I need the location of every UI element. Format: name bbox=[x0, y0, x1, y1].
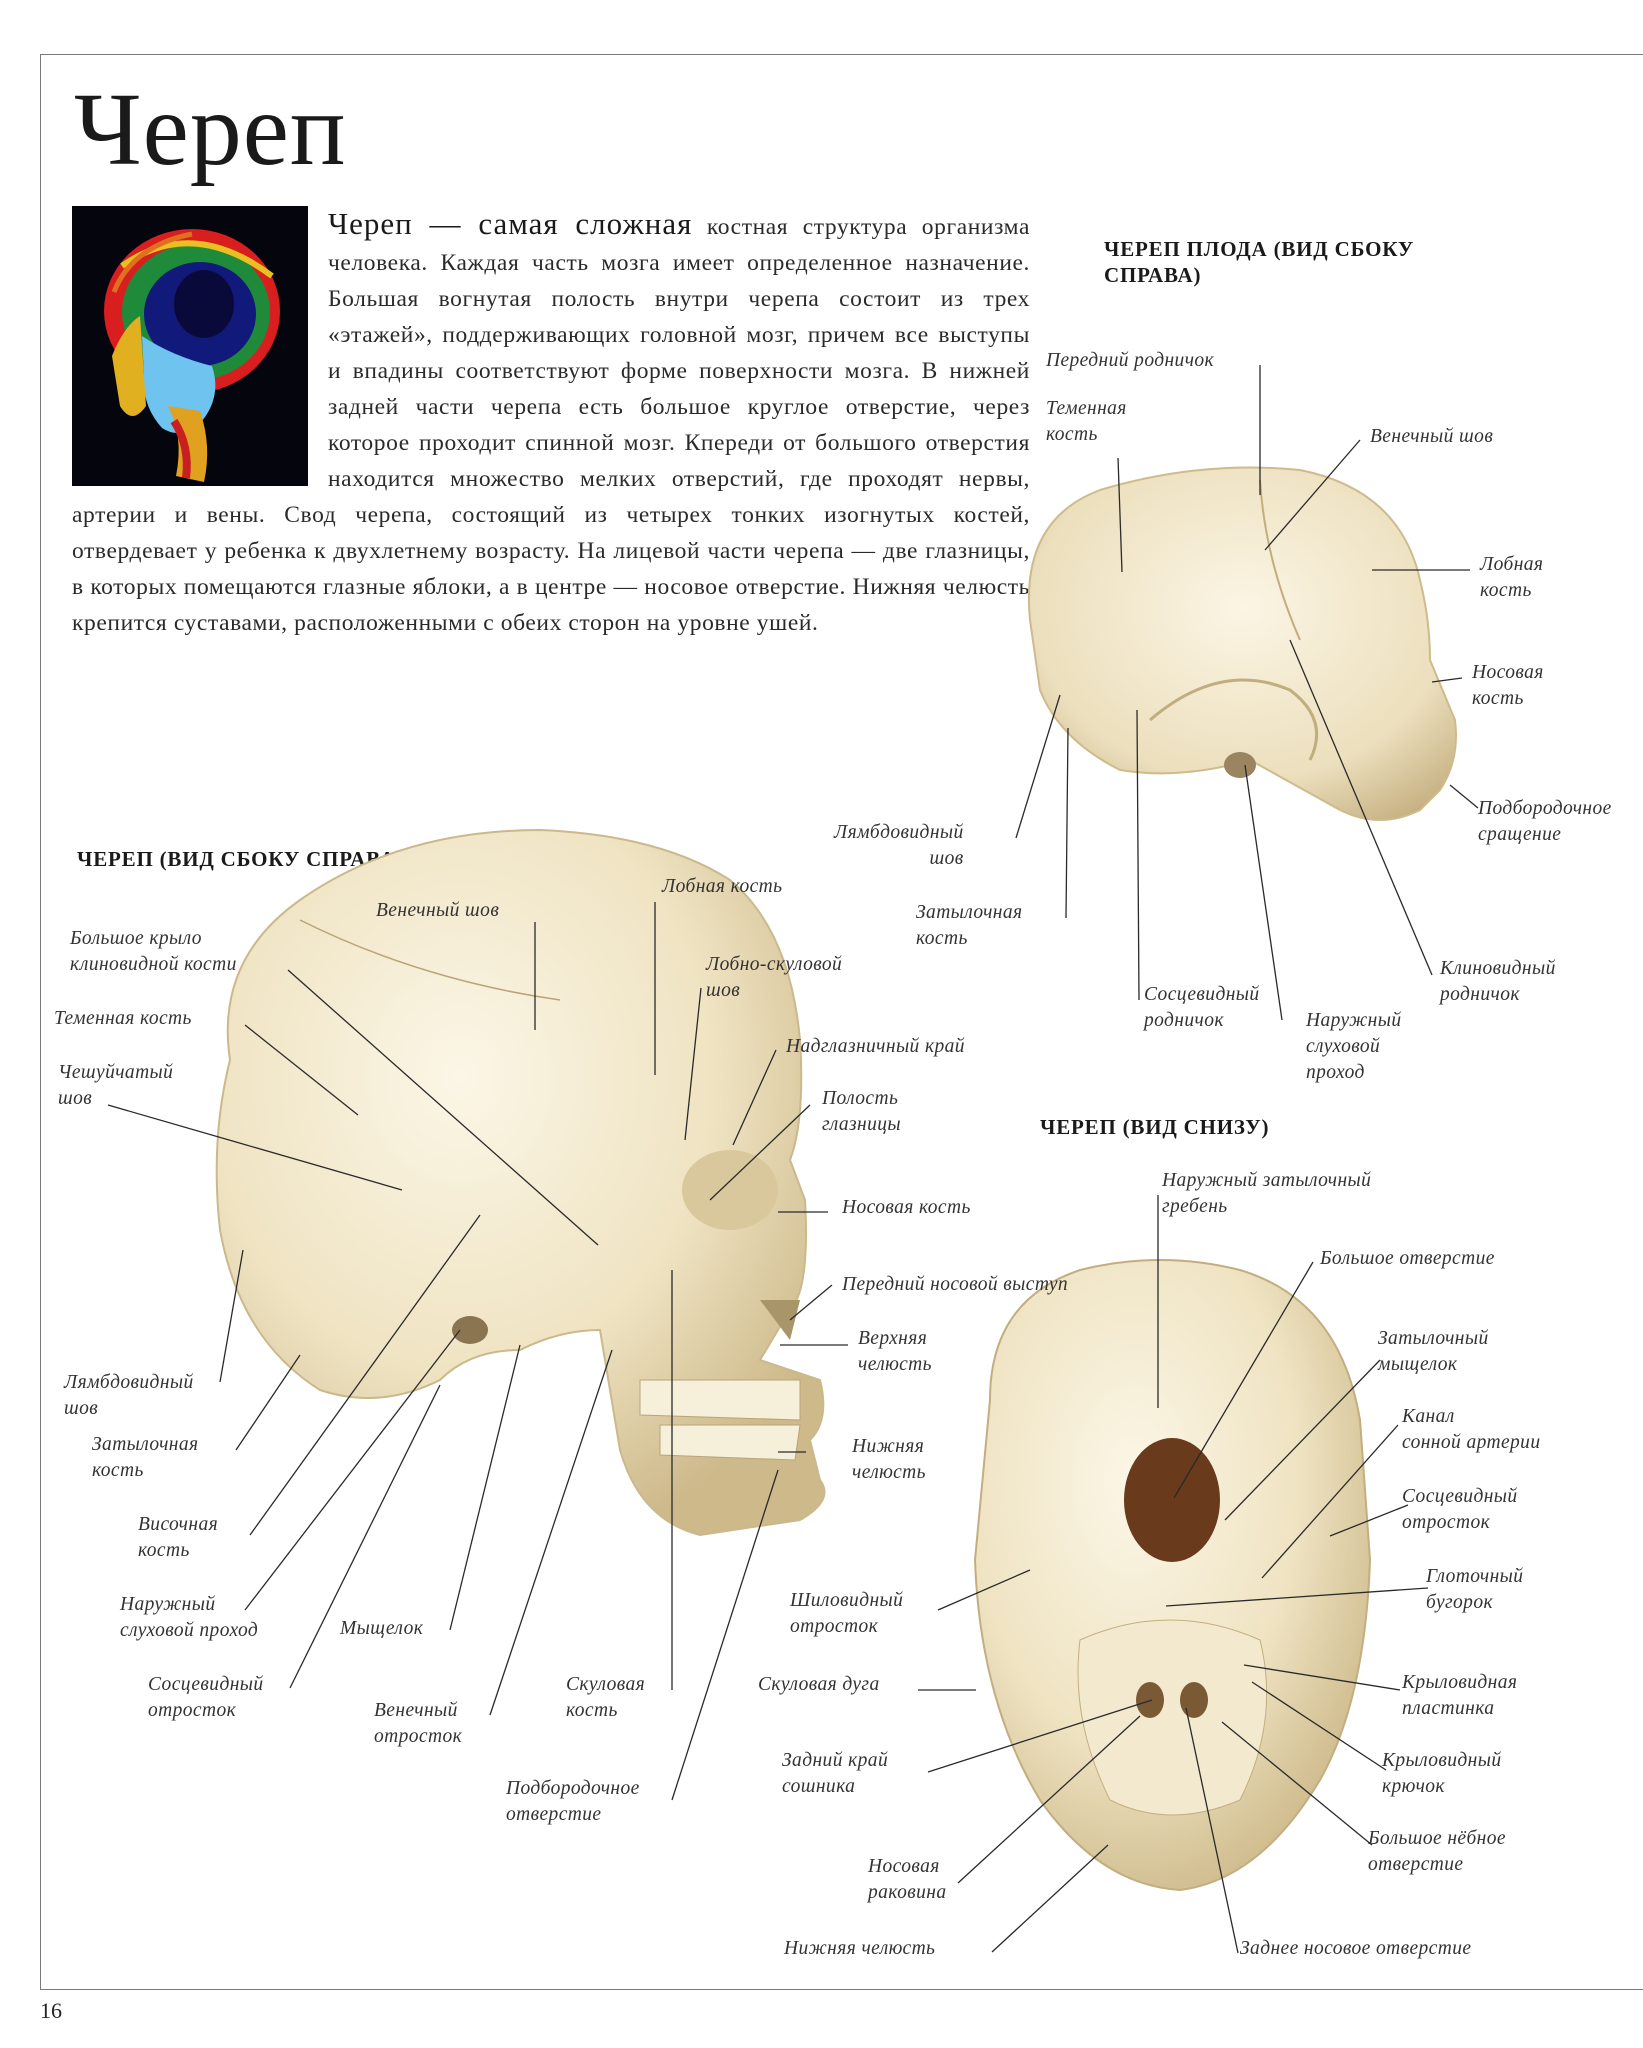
fetal-skull bbox=[1027, 466, 1457, 821]
label-fetal-parietal-bone: Теменная кость bbox=[1046, 398, 1127, 445]
label-temporal-bone: Височная кость bbox=[138, 1514, 219, 1561]
label-nasal-concha: Носовая раковина bbox=[868, 1856, 947, 1903]
page-frame-bottom bbox=[40, 1989, 1643, 1990]
head-scan-image bbox=[72, 206, 308, 486]
label-occipital-condyle: Затылочный мыщелок bbox=[1378, 1328, 1489, 1375]
label-anterior-fontanelle: Передний родничок bbox=[1046, 350, 1215, 371]
label-posterior-nasal-aperture: Заднее носовое отверстие bbox=[1240, 1938, 1472, 1959]
label-occipital-bone: Затылочная кость bbox=[92, 1434, 199, 1481]
bottom-view-heading: ЧЕРЕП (ВИД СНИЗУ) bbox=[1040, 1115, 1270, 1139]
label-greater-palatine-foramen: Большое нёбное отверстие bbox=[1368, 1828, 1506, 1875]
fetal-view-leaders bbox=[1015, 365, 1479, 1021]
label-frontal-bone: Лобная кость bbox=[662, 876, 783, 897]
label-pterygoid-plate: Крыловидная пластинка bbox=[1402, 1672, 1518, 1719]
page-number: 16 bbox=[40, 1998, 62, 2023]
label-maxilla: Верхняя челюсть bbox=[858, 1328, 932, 1375]
label-pharyngeal-tubercle: Глоточный бугорок bbox=[1426, 1566, 1524, 1613]
label-pterygoid-hamulus: Крыловидный крючок bbox=[1382, 1750, 1502, 1797]
label-orbit-cavity: Полость глазницы bbox=[822, 1088, 902, 1135]
page-title: Череп bbox=[74, 72, 347, 187]
page-frame-left bbox=[40, 54, 41, 1990]
label-fetal-occipital-bone: Затылочная кость bbox=[916, 902, 1023, 949]
label-foramen-magnum: Большое отверстие bbox=[1320, 1248, 1495, 1269]
label-squamous-suture: Чешуйчатый шов bbox=[58, 1062, 174, 1109]
side-view-skull bbox=[215, 828, 826, 1537]
label-nasal-bone: Носовая кость bbox=[842, 1197, 971, 1218]
label-sphenoidal-fontanelle: Клиновидный родничок bbox=[1440, 958, 1556, 1005]
label-carotid-canal: Канал сонной артерии bbox=[1402, 1406, 1541, 1453]
side-view-leaders bbox=[107, 902, 848, 1801]
label-fetal-lambdoid-suture: Лямбдовидный шов bbox=[834, 822, 964, 869]
label-bottom-mandible: Нижняя челюсть bbox=[784, 1938, 936, 1959]
side-view-heading: ЧЕРЕП (ВИД СБОКУ СПРАВА) bbox=[77, 847, 404, 871]
label-parietal-bone: Теменная кость bbox=[54, 1008, 192, 1029]
label-condyle: Мыщелок bbox=[340, 1618, 424, 1639]
head-scan-drawing bbox=[72, 206, 308, 486]
label-mastoid-fontanelle: Сосцевидный родничок bbox=[1144, 984, 1260, 1031]
label-fetal-frontal-bone: Лобная кость bbox=[1480, 554, 1544, 601]
label-frontozygomatic-suture: Лобно-скуловой шов bbox=[706, 954, 843, 1001]
label-mandible: Нижняя челюсть bbox=[852, 1436, 926, 1483]
label-vomer-posterior-border: Задний край сошника bbox=[782, 1750, 889, 1797]
label-mastoid-process: Сосцевидный отросток bbox=[148, 1674, 264, 1721]
label-mandibular-symphysis: Подбородочное сращение bbox=[1478, 798, 1612, 845]
label-external-occipital-crest: Наружный затылочный гребень bbox=[1162, 1170, 1372, 1217]
intro-body: костная структура организма человека. Ка… bbox=[72, 214, 1030, 636]
label-supraorbital-margin: Надглазничный край bbox=[786, 1036, 965, 1057]
label-zygomatic-arch: Скуловая дуга bbox=[758, 1674, 880, 1695]
label-mental-foramen: Подбородочное отверстие bbox=[506, 1778, 640, 1825]
label-anterior-nasal-spine: Передний носовой выступ bbox=[842, 1274, 1069, 1295]
intro-lead: Череп — самая сложная bbox=[328, 206, 693, 241]
label-fetal-nasal-bone: Носовая кость bbox=[1472, 662, 1544, 709]
label-lambdoid-suture: Лямбдовидный шов bbox=[64, 1372, 194, 1419]
label-styloid-process: Шиловидный отросток bbox=[790, 1590, 904, 1637]
fetal-view-heading: ЧЕРЕП ПЛОДА (ВИД СБОКУ СПРАВА) bbox=[1104, 237, 1415, 287]
label-fetal-coronal-suture: Венечный шов bbox=[1370, 426, 1494, 447]
label-bottom-mastoid-process: Сосцевидный отросток bbox=[1402, 1486, 1518, 1533]
label-external-acoustic-meatus: Наружный слуховой проход bbox=[120, 1594, 259, 1641]
label-greater-wing-sphenoid: Большое крыло клиновидной кости bbox=[70, 928, 237, 975]
label-coronoid-process: Венечный отросток bbox=[374, 1700, 463, 1747]
page-frame-top bbox=[40, 54, 1643, 55]
bottom-view-skull bbox=[973, 1259, 1372, 1892]
label-fetal-external-acoustic-meatus: Наружный слуховой проход bbox=[1306, 1010, 1402, 1083]
label-coronal-suture: Венечный шов bbox=[376, 900, 500, 921]
intro-paragraph: Череп — самая сложная костная структура … bbox=[72, 206, 1030, 641]
bottom-view-leaders bbox=[918, 1195, 1429, 1954]
label-zygomatic-bone: Скуловая кость bbox=[566, 1674, 646, 1721]
